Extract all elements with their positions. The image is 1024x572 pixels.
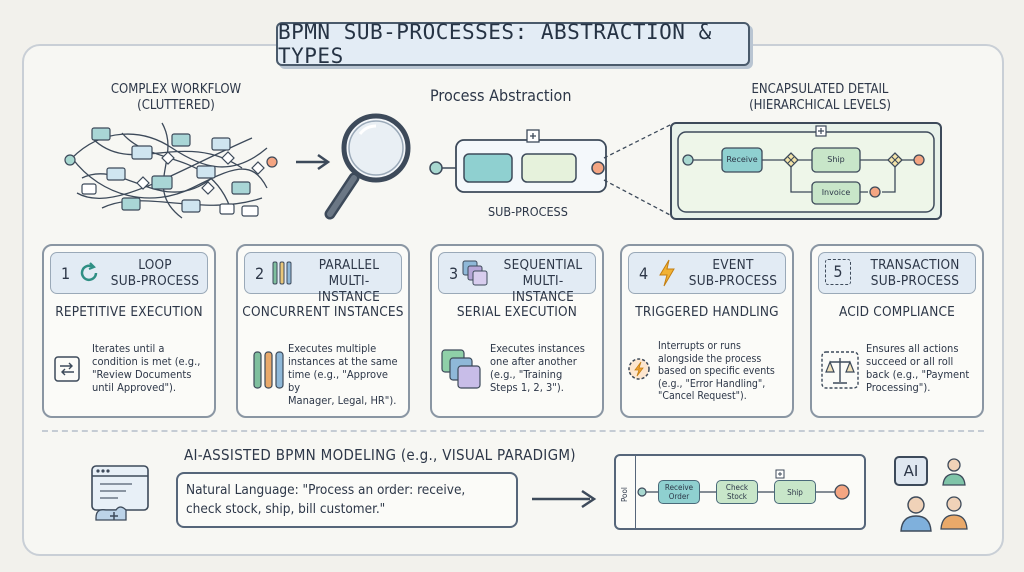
zoom-connector-lines <box>603 123 673 217</box>
card-description: Iterates until a condition is met (e.g.,… <box>92 342 201 394</box>
parallel-bars-icon <box>272 261 292 285</box>
encapsulated-detail-frame: Receive Ship Invoice <box>670 122 942 220</box>
card-description: Interrupts or runs alongside the process… <box>658 340 775 402</box>
encap-task-ship: Ship <box>827 155 845 164</box>
lightning-icon <box>659 259 675 287</box>
card-event-subprocess: 4 EVENT SUB-PROCESS TRIGGERED HANDLING I… <box>620 244 794 418</box>
arrow-icon <box>296 153 331 171</box>
encapsulated-detail-label: ENCAPSULATED DETAIL (HIERARCHICAL LEVELS… <box>749 82 891 114</box>
card-sequential-multi-instance: 3 SEQUENTIAL MULTI-INSTANCE SERIAL EXECU… <box>430 244 604 418</box>
pool-label: Pool <box>620 487 629 502</box>
arrow-icon <box>532 489 597 509</box>
pool-lane-header: Pool <box>616 456 636 528</box>
card-number: 5 <box>825 259 851 285</box>
card-header: 1 LOOP SUB-PROCESS <box>50 252 208 294</box>
card-loop-subprocess: 1 LOOP SUB-PROCESS REPETITIVE EXECUTION … <box>42 244 216 418</box>
card-description: Executes multiple instances at the same … <box>288 342 398 407</box>
natural-language-prompt: Natural Language: "Process an order: rec… <box>176 472 518 528</box>
card-subtitle: REPETITIVE EXECUTION <box>55 304 203 320</box>
complex-workflow-label: COMPLEX WORKFLOW (CLUTTERED) <box>110 82 242 114</box>
user-icon <box>900 496 932 532</box>
card-transaction-subprocess: 5 TRANSACTION SUB-PROCESS ACID COMPLIANC… <box>810 244 984 418</box>
loop-box-icon <box>54 356 80 382</box>
card-subtitle: ACID COMPLIANCE <box>838 304 956 320</box>
user-icon <box>940 496 968 530</box>
card-description: Ensures all actions succeed or all roll … <box>866 342 970 394</box>
card-header: 3 SEQUENTIAL MULTI-INSTANCE <box>438 252 596 305</box>
user-icon <box>942 458 966 486</box>
scales-icon <box>821 351 859 389</box>
encap-task-receive: Receive <box>726 155 758 164</box>
card-header: 5 TRANSACTION SUB-PROCESS <box>818 252 976 294</box>
ai-section-title: AI-ASSISTED BPMN MODELING (e.g., VISUAL … <box>184 446 576 464</box>
card-description: Executes instances one after another (e.… <box>490 342 585 394</box>
encapsulated-detail-diagram <box>677 125 935 213</box>
ai-badge-icon: AI <box>894 456 928 486</box>
card-subtitle: SERIAL EXECUTION <box>456 304 578 320</box>
bpmn-pool: Pool Receive Order Check Stock Ship <box>614 454 866 530</box>
card-header: 2 PARALLEL MULTI-INSTANCE <box>244 252 402 305</box>
encap-task-invoice: Invoice <box>821 188 851 197</box>
pool-task-check-stock: Check Stock <box>716 480 758 504</box>
card-number: 3 <box>449 264 459 283</box>
pool-task-ship: Ship <box>774 480 816 504</box>
browser-window-icon <box>91 465 149 521</box>
card-subtitle: CONCURRENT INSTANCES <box>242 304 404 320</box>
subprocess-diagram <box>429 129 607 193</box>
card-number: 2 <box>255 264 265 283</box>
stacked-squares-large-icon <box>441 349 481 389</box>
page-title: BPMN SUB-PROCESSES: ABSTRACTION & TYPES <box>276 20 750 68</box>
section-divider <box>42 430 984 432</box>
pool-flow-diagram <box>637 469 850 500</box>
process-abstraction-label: Process Abstraction <box>430 86 572 105</box>
card-number: 4 <box>639 264 649 283</box>
pool-task-receive-order: Receive Order <box>658 480 700 504</box>
card-header: 4 EVENT SUB-PROCESS <box>628 252 786 294</box>
complex-workflow-diagram <box>64 122 278 219</box>
stacked-squares-icon <box>462 260 488 286</box>
parallel-bars-large-icon <box>253 351 284 389</box>
card-parallel-multi-instance: 2 PARALLEL MULTI-INSTANCE CONCURRENT INS… <box>236 244 410 418</box>
card-subtitle: TRIGGERED HANDLING <box>635 304 779 320</box>
card-number: 1 <box>61 264 71 283</box>
magnifier-icon <box>324 113 411 220</box>
subprocess-label: SUB-PROCESS <box>488 204 568 219</box>
loop-icon <box>80 262 98 282</box>
event-circle-icon <box>628 358 650 380</box>
